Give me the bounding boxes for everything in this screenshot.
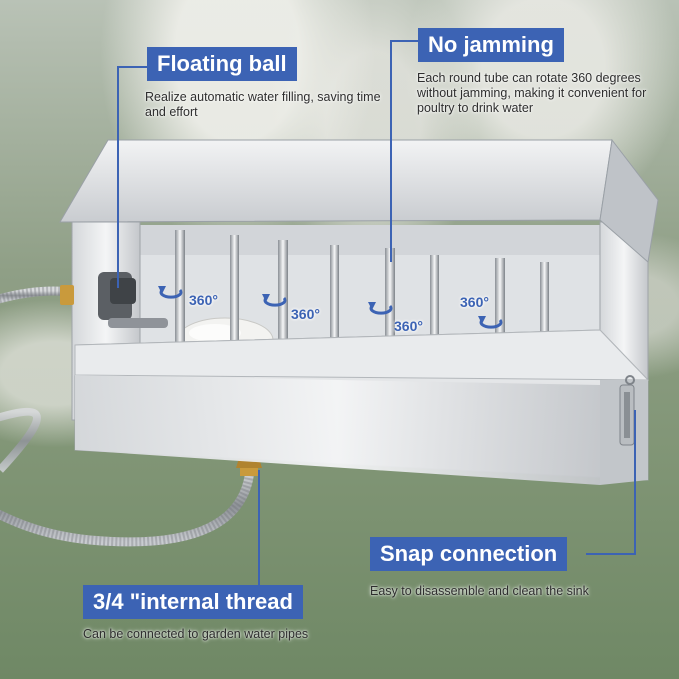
thread-leader-v bbox=[258, 470, 260, 602]
rotation-label-1: 360° bbox=[189, 292, 218, 308]
internal-thread-description: Can be connected to garden water pipes bbox=[83, 627, 309, 641]
internal-thread-title: 3/4 "internal thread bbox=[83, 585, 303, 619]
snap-connection-description: Easy to disassemble and clean the sink bbox=[370, 584, 589, 598]
snap-leader-h bbox=[586, 553, 636, 555]
no-jamming-leader-h bbox=[390, 40, 418, 42]
no-jamming-description: Each round tube can rotate 360 degrees w… bbox=[417, 71, 647, 115]
snap-leader-v bbox=[634, 410, 636, 555]
floating-ball-leader-h bbox=[117, 66, 147, 68]
floating-ball-leader-v bbox=[117, 66, 119, 288]
no-jamming-title: No jamming bbox=[418, 28, 564, 62]
floating-ball-title: Floating ball bbox=[147, 47, 297, 81]
floating-ball-description: Realize automatic water filling, saving … bbox=[145, 90, 381, 119]
snap-connection-title: Snap connection bbox=[370, 537, 568, 571]
inlet-fitting bbox=[60, 285, 74, 305]
snap-clip bbox=[619, 375, 635, 446]
rotation-arrows bbox=[159, 288, 503, 329]
rotation-label-4: 360° bbox=[460, 294, 489, 310]
rotation-label-3: 360° bbox=[394, 318, 423, 334]
no-jamming-leader-v bbox=[390, 40, 392, 262]
rotation-label-2: 360° bbox=[291, 306, 320, 322]
